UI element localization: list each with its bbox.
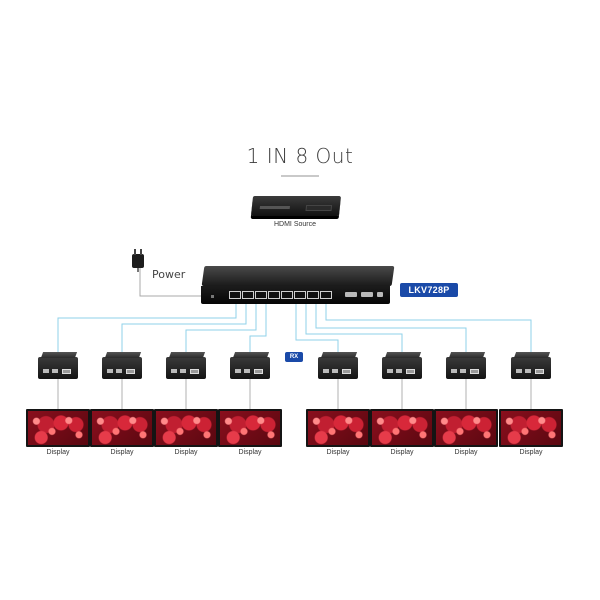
receiver-icon [166, 352, 206, 379]
display-icon [434, 409, 498, 447]
display-icon [218, 409, 282, 447]
receiver-icon [382, 352, 422, 379]
hdmi-source-icon [250, 196, 342, 216]
splitter-icon [201, 286, 390, 304]
display-icon [90, 409, 154, 447]
display-icon [26, 409, 90, 447]
display-icon [306, 409, 370, 447]
power-label: Power [152, 268, 186, 281]
display-label: Display [326, 449, 350, 456]
hdmi-source-label: HDMI Source [273, 221, 316, 228]
receiver-icon [511, 352, 551, 379]
display-label: Display [110, 449, 134, 456]
receiver-icon [446, 352, 486, 379]
power-adapter-icon [132, 249, 144, 272]
display-label: Display [46, 449, 70, 456]
splitter-top [201, 266, 395, 286]
receiver-icon [318, 352, 358, 379]
receiver-icon [230, 352, 270, 379]
display-icon [499, 409, 563, 447]
display-label: Display [519, 449, 543, 456]
rx-badge: RX [285, 352, 303, 362]
display-label: Display [390, 449, 414, 456]
model-badge: LKV728P [400, 283, 458, 297]
display-icon [154, 409, 218, 447]
receiver-icon [102, 352, 142, 379]
title-divider [281, 175, 319, 177]
display-label: Display [454, 449, 478, 456]
diagram-title: 1 IN 8 Out [246, 144, 354, 168]
display-label: Display [174, 449, 198, 456]
display-label: Display [238, 449, 262, 456]
display-icon [370, 409, 434, 447]
receiver-icon [38, 352, 78, 379]
